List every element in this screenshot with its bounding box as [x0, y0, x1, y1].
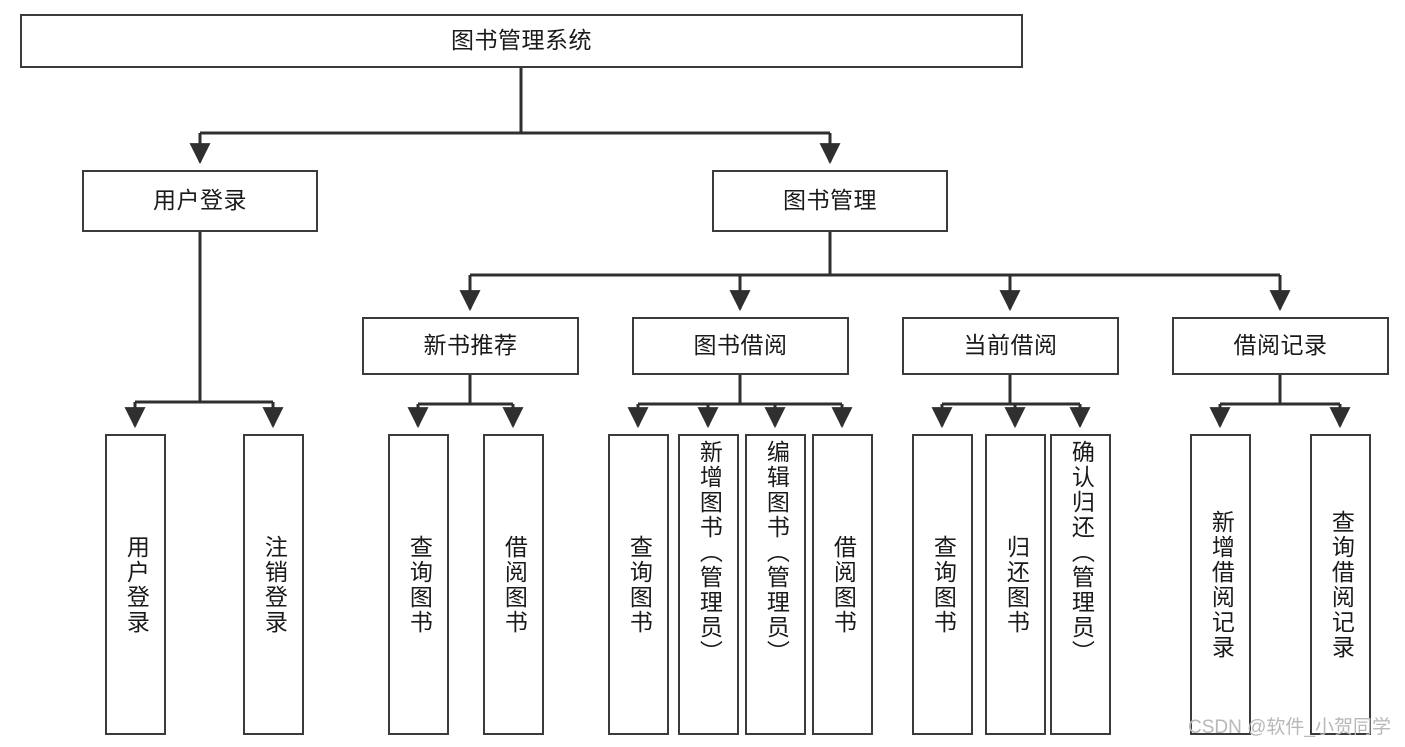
- node-leaf-query-book-borrow[interactable]: 查询图书: [608, 434, 669, 735]
- node-leaf-query-book-recommend-label: 查询图书: [406, 534, 433, 635]
- node-leaf-borrow-book-recommend[interactable]: 借阅图书: [483, 434, 544, 735]
- node-current-borrow-label: 当前借阅: [963, 332, 1058, 359]
- node-new-book-recommend-label: 新书推荐: [423, 332, 518, 359]
- node-leaf-add-book-label: 新增图书（管理员）: [696, 440, 723, 665]
- node-root-label: 图书管理系统: [451, 27, 592, 54]
- watermark: CSDN @软件_小贺同学: [1188, 717, 1391, 738]
- node-root[interactable]: 图书管理系统: [20, 14, 1023, 68]
- node-leaf-borrow-book-label: 借阅图书: [830, 534, 857, 635]
- node-book-borrow[interactable]: 图书借阅: [632, 317, 849, 375]
- node-leaf-query-book-recommend[interactable]: 查询图书: [388, 434, 449, 735]
- node-leaf-confirm-return[interactable]: 确认归还（管理员）: [1050, 434, 1111, 735]
- node-leaf-query-book-current-label: 查询图书: [930, 534, 957, 635]
- node-leaf-add-borrow-record[interactable]: 新增借阅记录: [1190, 434, 1251, 735]
- node-user-login[interactable]: 用户登录: [82, 170, 318, 232]
- node-user-login-label: 用户登录: [153, 187, 247, 214]
- node-leaf-query-book-current[interactable]: 查询图书: [912, 434, 973, 735]
- node-leaf-user-login[interactable]: 用户登录: [105, 434, 166, 735]
- node-leaf-edit-book[interactable]: 编辑图书（管理员）: [745, 434, 806, 735]
- node-leaf-add-borrow-record-label: 新增借阅记录: [1208, 509, 1235, 660]
- node-leaf-borrow-book-recommend-label: 借阅图书: [501, 534, 528, 635]
- node-book-borrow-label: 图书借阅: [693, 332, 788, 359]
- node-leaf-query-book-borrow-label: 查询图书: [626, 534, 653, 635]
- node-leaf-logout[interactable]: 注销登录: [243, 434, 304, 735]
- node-new-book-recommend[interactable]: 新书推荐: [362, 317, 579, 375]
- node-leaf-query-borrow-record-label: 查询借阅记录: [1328, 509, 1355, 660]
- node-book-management[interactable]: 图书管理: [712, 170, 948, 232]
- node-borrow-record-label: 借阅记录: [1233, 332, 1328, 359]
- node-leaf-edit-book-label: 编辑图书（管理员）: [763, 440, 790, 665]
- node-leaf-return-book-label: 归还图书: [1003, 534, 1030, 635]
- node-leaf-query-borrow-record[interactable]: 查询借阅记录: [1310, 434, 1371, 735]
- node-leaf-add-book[interactable]: 新增图书（管理员）: [678, 434, 739, 735]
- node-borrow-record[interactable]: 借阅记录: [1172, 317, 1389, 375]
- node-current-borrow[interactable]: 当前借阅: [902, 317, 1119, 375]
- node-leaf-return-book[interactable]: 归还图书: [985, 434, 1046, 735]
- node-leaf-borrow-book[interactable]: 借阅图书: [812, 434, 873, 735]
- node-leaf-confirm-return-label: 确认归还（管理员）: [1068, 440, 1095, 665]
- node-leaf-logout-label: 注销登录: [261, 534, 288, 635]
- node-leaf-user-login-label: 用户登录: [123, 534, 150, 635]
- node-book-management-label: 图书管理: [783, 187, 877, 214]
